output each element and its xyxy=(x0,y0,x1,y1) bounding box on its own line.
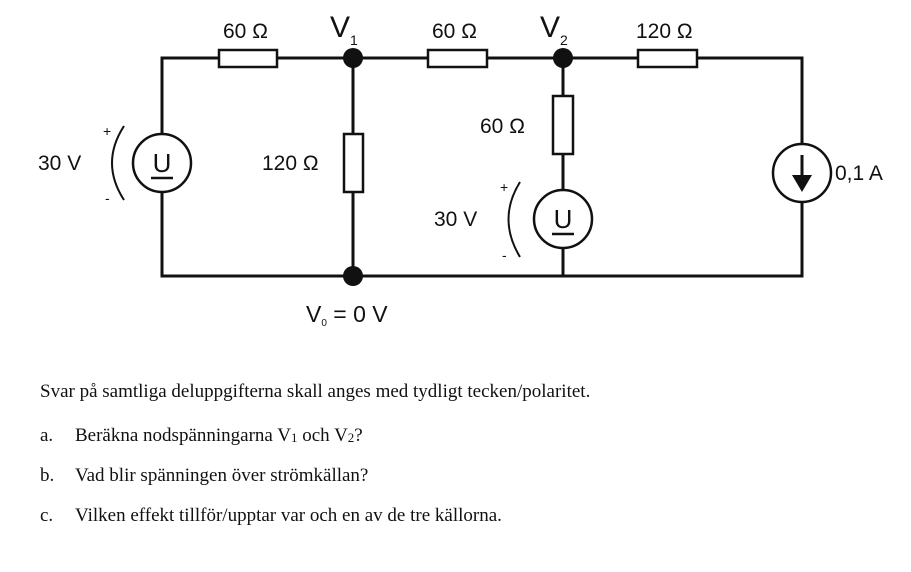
resistor-vert-v2 xyxy=(551,94,575,156)
svg-text:30 V: 30 V xyxy=(434,208,477,231)
voltage-source-mid: U + - 30 V xyxy=(434,179,594,263)
circuit-diagram: U + - 30 V U + - 30 V 0,1 A 60 Ω 60 Ω 12… xyxy=(38,11,883,329)
label-node-v1: V1 xyxy=(330,11,358,48)
svg-text:30 V: 30 V xyxy=(38,152,81,175)
resistor-top-left xyxy=(217,48,279,69)
svg-text:-: - xyxy=(105,190,110,206)
current-source: 0,1 A xyxy=(771,142,883,204)
resistor-top-right xyxy=(636,48,699,69)
node-v2-dot xyxy=(553,48,573,68)
node-v1-dot xyxy=(343,48,363,68)
resistor-top-mid xyxy=(426,48,489,69)
label-r-top-mid: 60 Ω xyxy=(432,20,477,43)
label-r-top-left: 60 Ω xyxy=(223,20,268,43)
wires xyxy=(160,56,804,278)
label-node-v2: V2 xyxy=(540,11,568,48)
node-v0-dot xyxy=(343,266,363,286)
svg-text:U: U xyxy=(153,148,172,178)
svg-text:U: U xyxy=(554,204,573,234)
question-a: a.Beräkna nodspänningarna V1 och V2? xyxy=(40,425,363,446)
label-r-vert-v2: 60 Ω xyxy=(480,115,525,138)
label-node-v0: V0 = 0 V xyxy=(306,301,388,329)
svg-text:0,1 A: 0,1 A xyxy=(835,162,883,185)
arrow-down-icon xyxy=(792,175,812,192)
svg-text:-: - xyxy=(502,247,507,263)
voltage-source-left: U + - 30 V xyxy=(38,123,193,206)
svg-text:+: + xyxy=(500,179,508,195)
question-b: b.Vad blir spänningen över strömkällan? xyxy=(40,465,369,486)
question-c: c.Vilken effekt tillför/upptar var och e… xyxy=(40,505,502,526)
label-r-vert-v1: 120 Ω xyxy=(262,152,319,175)
label-r-top-right: 120 Ω xyxy=(636,20,693,43)
resistor-vert-v1 xyxy=(342,132,365,194)
svg-text:+: + xyxy=(103,123,111,139)
intro-text: Svar på samtliga deluppgifterna skall an… xyxy=(40,381,591,402)
